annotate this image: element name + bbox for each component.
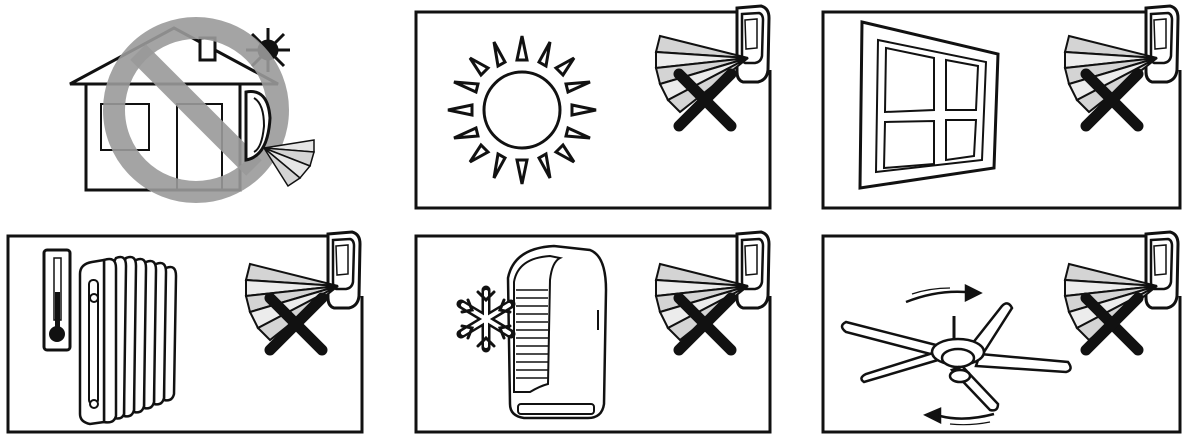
snowflake-icon [461,290,511,348]
panel-sun [416,6,770,208]
radiator-icon [80,257,176,424]
panel-house-outdoor [70,28,314,192]
ceiling-fan-icon [842,303,1071,410]
motion-sensor-icon [737,6,769,82]
motion-sensor-icon [328,232,360,308]
panel-window [823,6,1180,208]
thermometer-icon [44,250,70,350]
panel-ceiling-fan [823,232,1180,432]
sun-icon [448,36,596,184]
window-icon [860,22,998,188]
panel-radiator [8,232,362,432]
motion-sensor-icon [737,232,769,308]
panel-air-conditioner [416,232,770,432]
motion-sensor-icon [1146,232,1178,308]
air-conditioner-icon [508,246,606,418]
motion-sensor-icon [1146,6,1178,82]
